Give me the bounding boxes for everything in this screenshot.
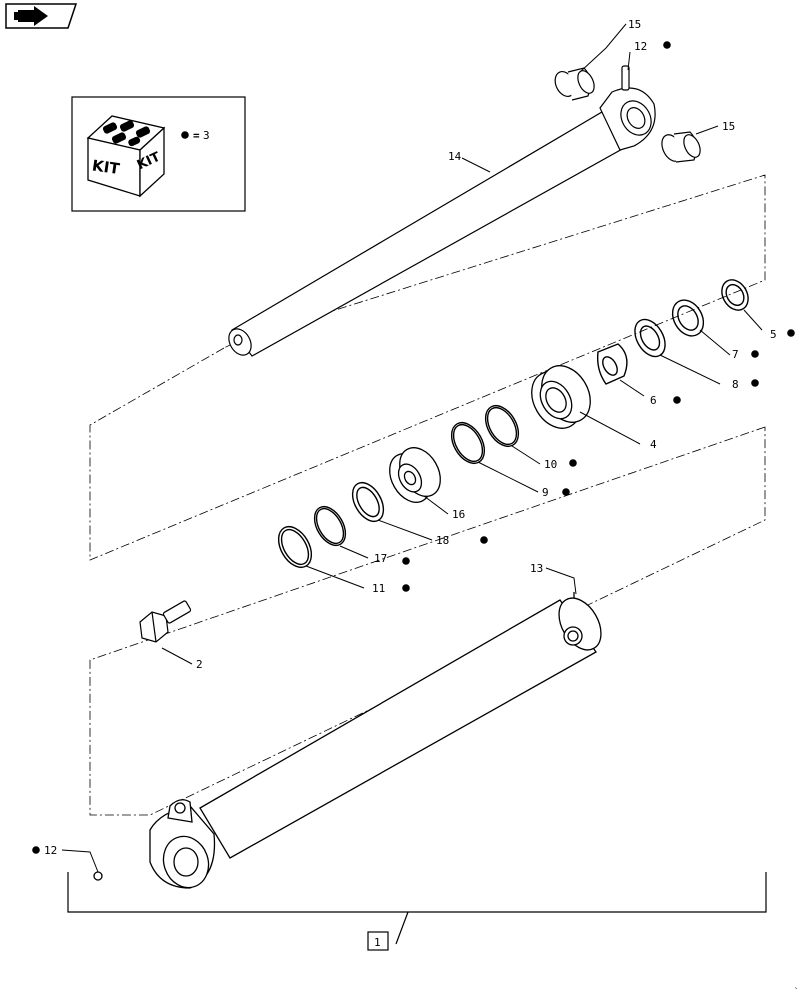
seal-7 (671, 299, 705, 337)
o-ring-9 (450, 422, 486, 464)
callout-16: 16 (452, 508, 465, 521)
kit-bullet-icon (402, 557, 410, 565)
callout-2: 2 (196, 658, 203, 671)
gland (531, 365, 591, 429)
rod-seals (596, 279, 749, 385)
callout-14: 14 (448, 150, 462, 163)
callout-6: 6 (650, 394, 657, 407)
callout-10: 10 (544, 458, 557, 471)
kit-bullet-icon (480, 536, 488, 544)
corner-mark: ` (794, 986, 799, 996)
piston-seals (277, 481, 385, 568)
seal-18 (351, 481, 385, 523)
bushing-upper (554, 67, 595, 101)
kit-bullet-icon (787, 329, 795, 337)
callout-11: 11 (372, 582, 385, 595)
kit-box-label-left: KIT (91, 156, 121, 178)
callout-15-lower: 15 (722, 120, 735, 133)
callout-12-upper: 12 (634, 40, 647, 53)
bushing-lower (661, 131, 701, 163)
callout-15-upper: 15 (628, 18, 641, 31)
kit-legend-box: KIT KIT = 3 (71, 96, 246, 212)
callout-7: 7 (732, 348, 739, 361)
bushing-6 (596, 343, 628, 385)
kit-bullet-icon (181, 131, 189, 139)
kit-legend-symbol: = (193, 129, 200, 142)
ring-17 (313, 505, 347, 547)
kit-bullet-icon (751, 350, 759, 358)
callout-5: 5 (770, 328, 777, 341)
callout-9: 9 (542, 486, 549, 499)
ring-11 (277, 526, 313, 568)
kit-legend-value: 3 (203, 129, 210, 142)
callout-4: 4 (650, 438, 657, 451)
callout-17: 17 (374, 552, 387, 565)
piston (389, 447, 441, 503)
callout-18: 18 (436, 534, 449, 547)
callout-13: 13 (530, 562, 543, 575)
kit-bullet-icon (402, 584, 410, 592)
callout-12-lower: 12 (44, 844, 57, 857)
kit-bullet-icon (751, 379, 759, 387)
callout-8: 8 (732, 378, 739, 391)
cylinder-barrel (93, 592, 602, 889)
o-rings (450, 405, 520, 464)
o-ring-10 (484, 405, 520, 447)
kit-bullet-icon (562, 488, 570, 496)
piston-rod (228, 65, 656, 357)
kit-bullet-icon (32, 846, 40, 854)
nav-arrow-icon[interactable] (5, 3, 78, 29)
callouts: 15 12 15 14 5 7 8 6 4 10 9 16 18 17 11 1… (32, 18, 795, 857)
piston-bolt (139, 600, 192, 643)
assembly-bracket: 1 (67, 872, 767, 951)
kit-bullet-icon (673, 396, 681, 404)
kit-bullet-icon (663, 41, 671, 49)
kit-bullet-icon (569, 459, 577, 467)
assembly-label: 1 (374, 936, 381, 949)
leader-lines (61, 23, 763, 873)
seal-8 (634, 318, 666, 358)
group-outlines (89, 174, 766, 816)
wiper-5 (721, 279, 749, 311)
kit-box-icon: KIT KIT (86, 115, 166, 198)
